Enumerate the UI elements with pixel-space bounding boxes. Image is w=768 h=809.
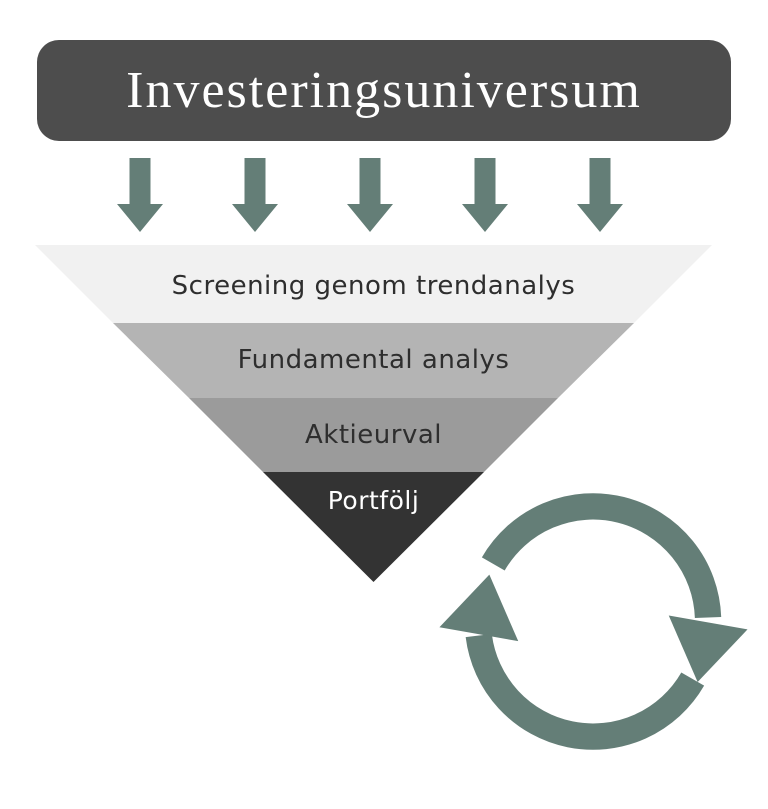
down-arrow-shape	[462, 158, 508, 232]
header-banner: Investeringsuniversum	[37, 40, 731, 141]
funnel-layer-fundamental	[113, 323, 634, 398]
cycle-arrowhead-down	[668, 615, 748, 683]
down-arrow-icon	[232, 158, 278, 232]
funnel-label-fundamental: Fundamental analys	[237, 345, 510, 375]
cycle-bottom-arc	[465, 633, 705, 750]
cycle-arrows-icon	[439, 493, 748, 750]
funnel-shape	[35, 245, 712, 582]
down-arrow-icon	[117, 158, 163, 232]
cycle-top-arc	[481, 493, 722, 619]
funnel-layer-aktieurval	[189, 398, 558, 472]
down-arrow-shape	[577, 158, 623, 232]
funnel-label-portfolj: Portfölj	[327, 486, 420, 515]
down-arrow-icon	[462, 158, 508, 232]
down-arrow-icon	[347, 158, 393, 232]
banner-title: Investeringsuniversum	[126, 62, 642, 119]
funnel-label-aktieurval: Aktieurval	[305, 420, 442, 450]
funnel-label-screening: Screening genom trendanalys	[171, 271, 576, 301]
down-arrow-shape	[232, 158, 278, 232]
funnel-layer-screening	[35, 245, 712, 323]
cycle-arrowhead-up	[439, 574, 519, 642]
funnel-layer-portfolj	[263, 472, 484, 582]
funnel: Screening genom trendanalys Fundamental …	[35, 245, 712, 582]
down-arrow-shape	[117, 158, 163, 232]
down-arrow-icon	[577, 158, 623, 232]
down-arrow-shape	[347, 158, 393, 232]
